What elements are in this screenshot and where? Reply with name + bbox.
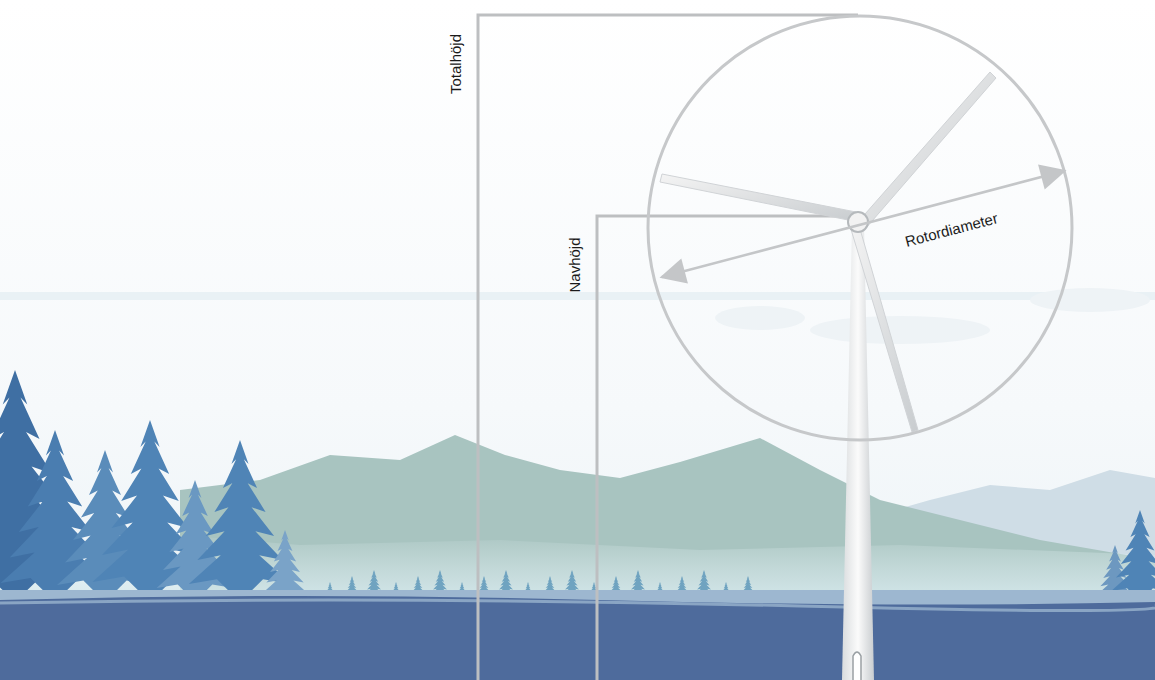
hub <box>848 212 868 232</box>
rotor-blade <box>850 222 918 432</box>
ground-edge <box>0 600 1155 610</box>
forest <box>0 370 1155 600</box>
dimension-label: Navhöjd <box>566 237 584 292</box>
rotor-swept-circle <box>648 16 1072 440</box>
tower <box>842 226 874 680</box>
total-height-bracket <box>478 15 858 680</box>
rotor-blade <box>858 72 996 228</box>
hub-height-bracket <box>597 216 848 680</box>
dimension-label: Rotordiameter <box>904 209 1001 251</box>
tower-door <box>853 652 861 680</box>
clouds <box>715 288 1150 344</box>
dimension-label: Totalhöjd <box>447 34 465 94</box>
tree <box>1111 510 1155 600</box>
rotor-diameter-arrow <box>662 171 1064 277</box>
tree <box>263 530 308 600</box>
haze-band <box>0 292 1155 300</box>
rotor-blade <box>660 174 858 222</box>
